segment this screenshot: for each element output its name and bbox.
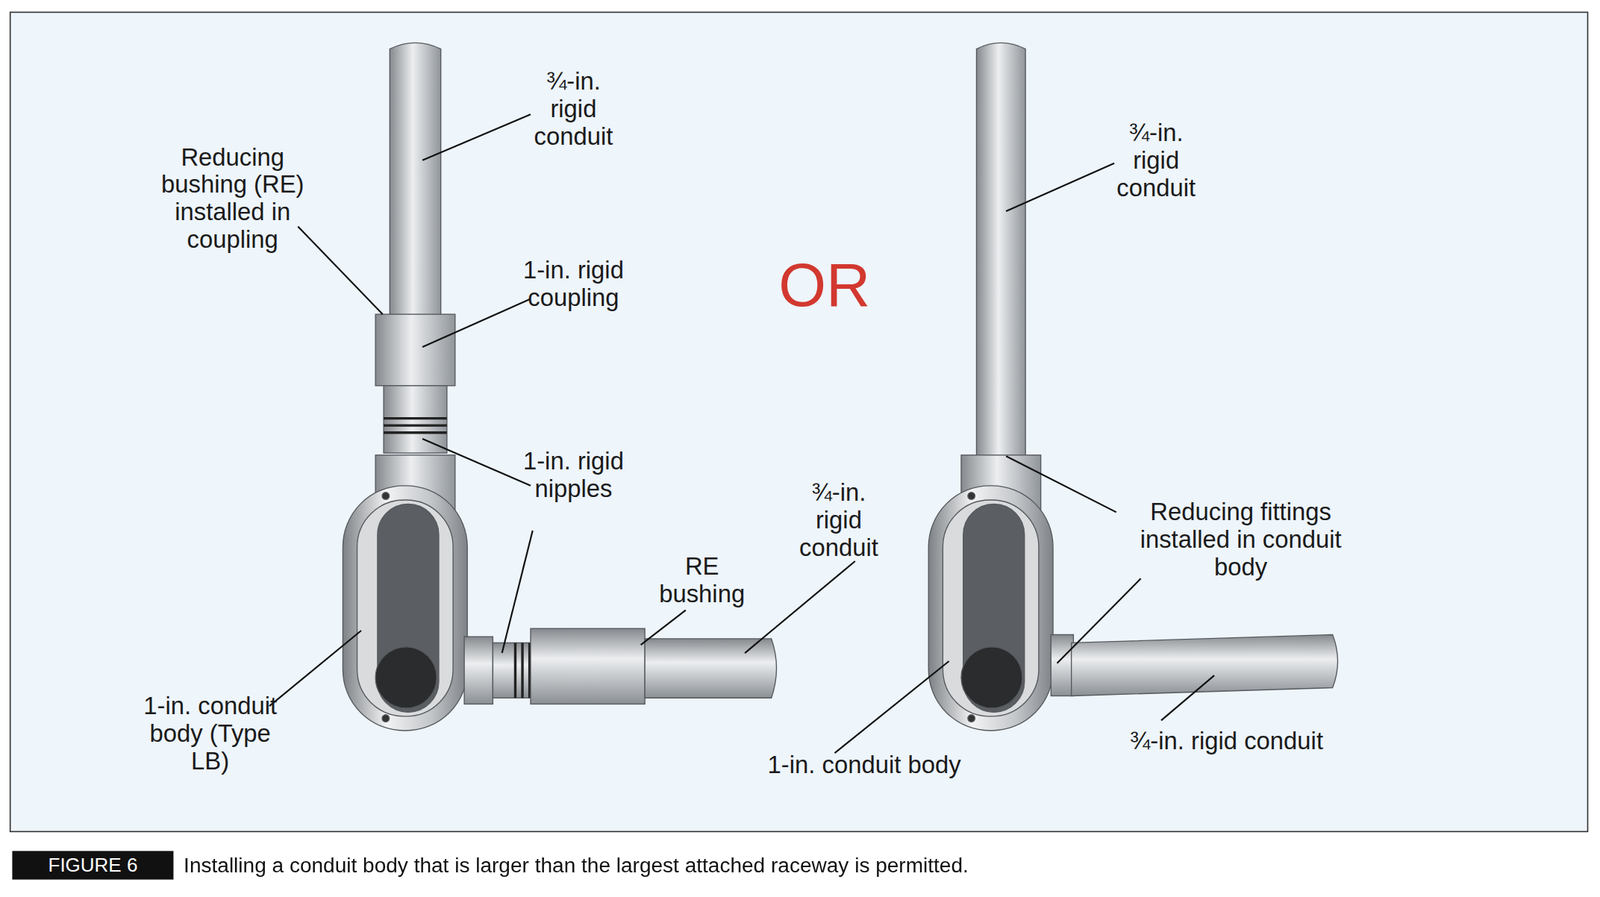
- conduit-body-label: 1-in. conduit body: [721, 750, 1008, 779]
- figure-caption: Installing a conduit body that is larger…: [183, 852, 969, 878]
- frame: [10, 11, 1589, 832]
- left-assembly: [342, 42, 777, 731]
- right-assembly: [928, 42, 1338, 731]
- conduit-label: ¾-in. rigid conduit: [1083, 726, 1370, 755]
- figure-number-box: FIGURE 6: [11, 850, 174, 880]
- leader-lines: [269, 114, 1215, 753]
- or-label: OR: [752, 250, 896, 321]
- conduit-label: ¾-in. rigid conduit: [1105, 118, 1208, 202]
- conduit-body-label: 1-in. conduit body (Type LB): [133, 691, 287, 775]
- nipple-label: 1-in. rigid nipples: [522, 447, 625, 503]
- bushing-label: Reducing bushing (RE) installed in coupl…: [155, 142, 309, 253]
- figure-number: FIGURE 6: [48, 853, 139, 877]
- fitting-label: Reducing fittings installed in conduit b…: [1131, 497, 1351, 581]
- conduit-label: ¾-in. rigid conduit: [788, 478, 891, 562]
- coupling-label: 1-in. rigid coupling: [522, 255, 625, 312]
- bushing-label: RE bushing: [650, 552, 753, 608]
- conduit-label: ¾-in. rigid conduit: [522, 67, 625, 150]
